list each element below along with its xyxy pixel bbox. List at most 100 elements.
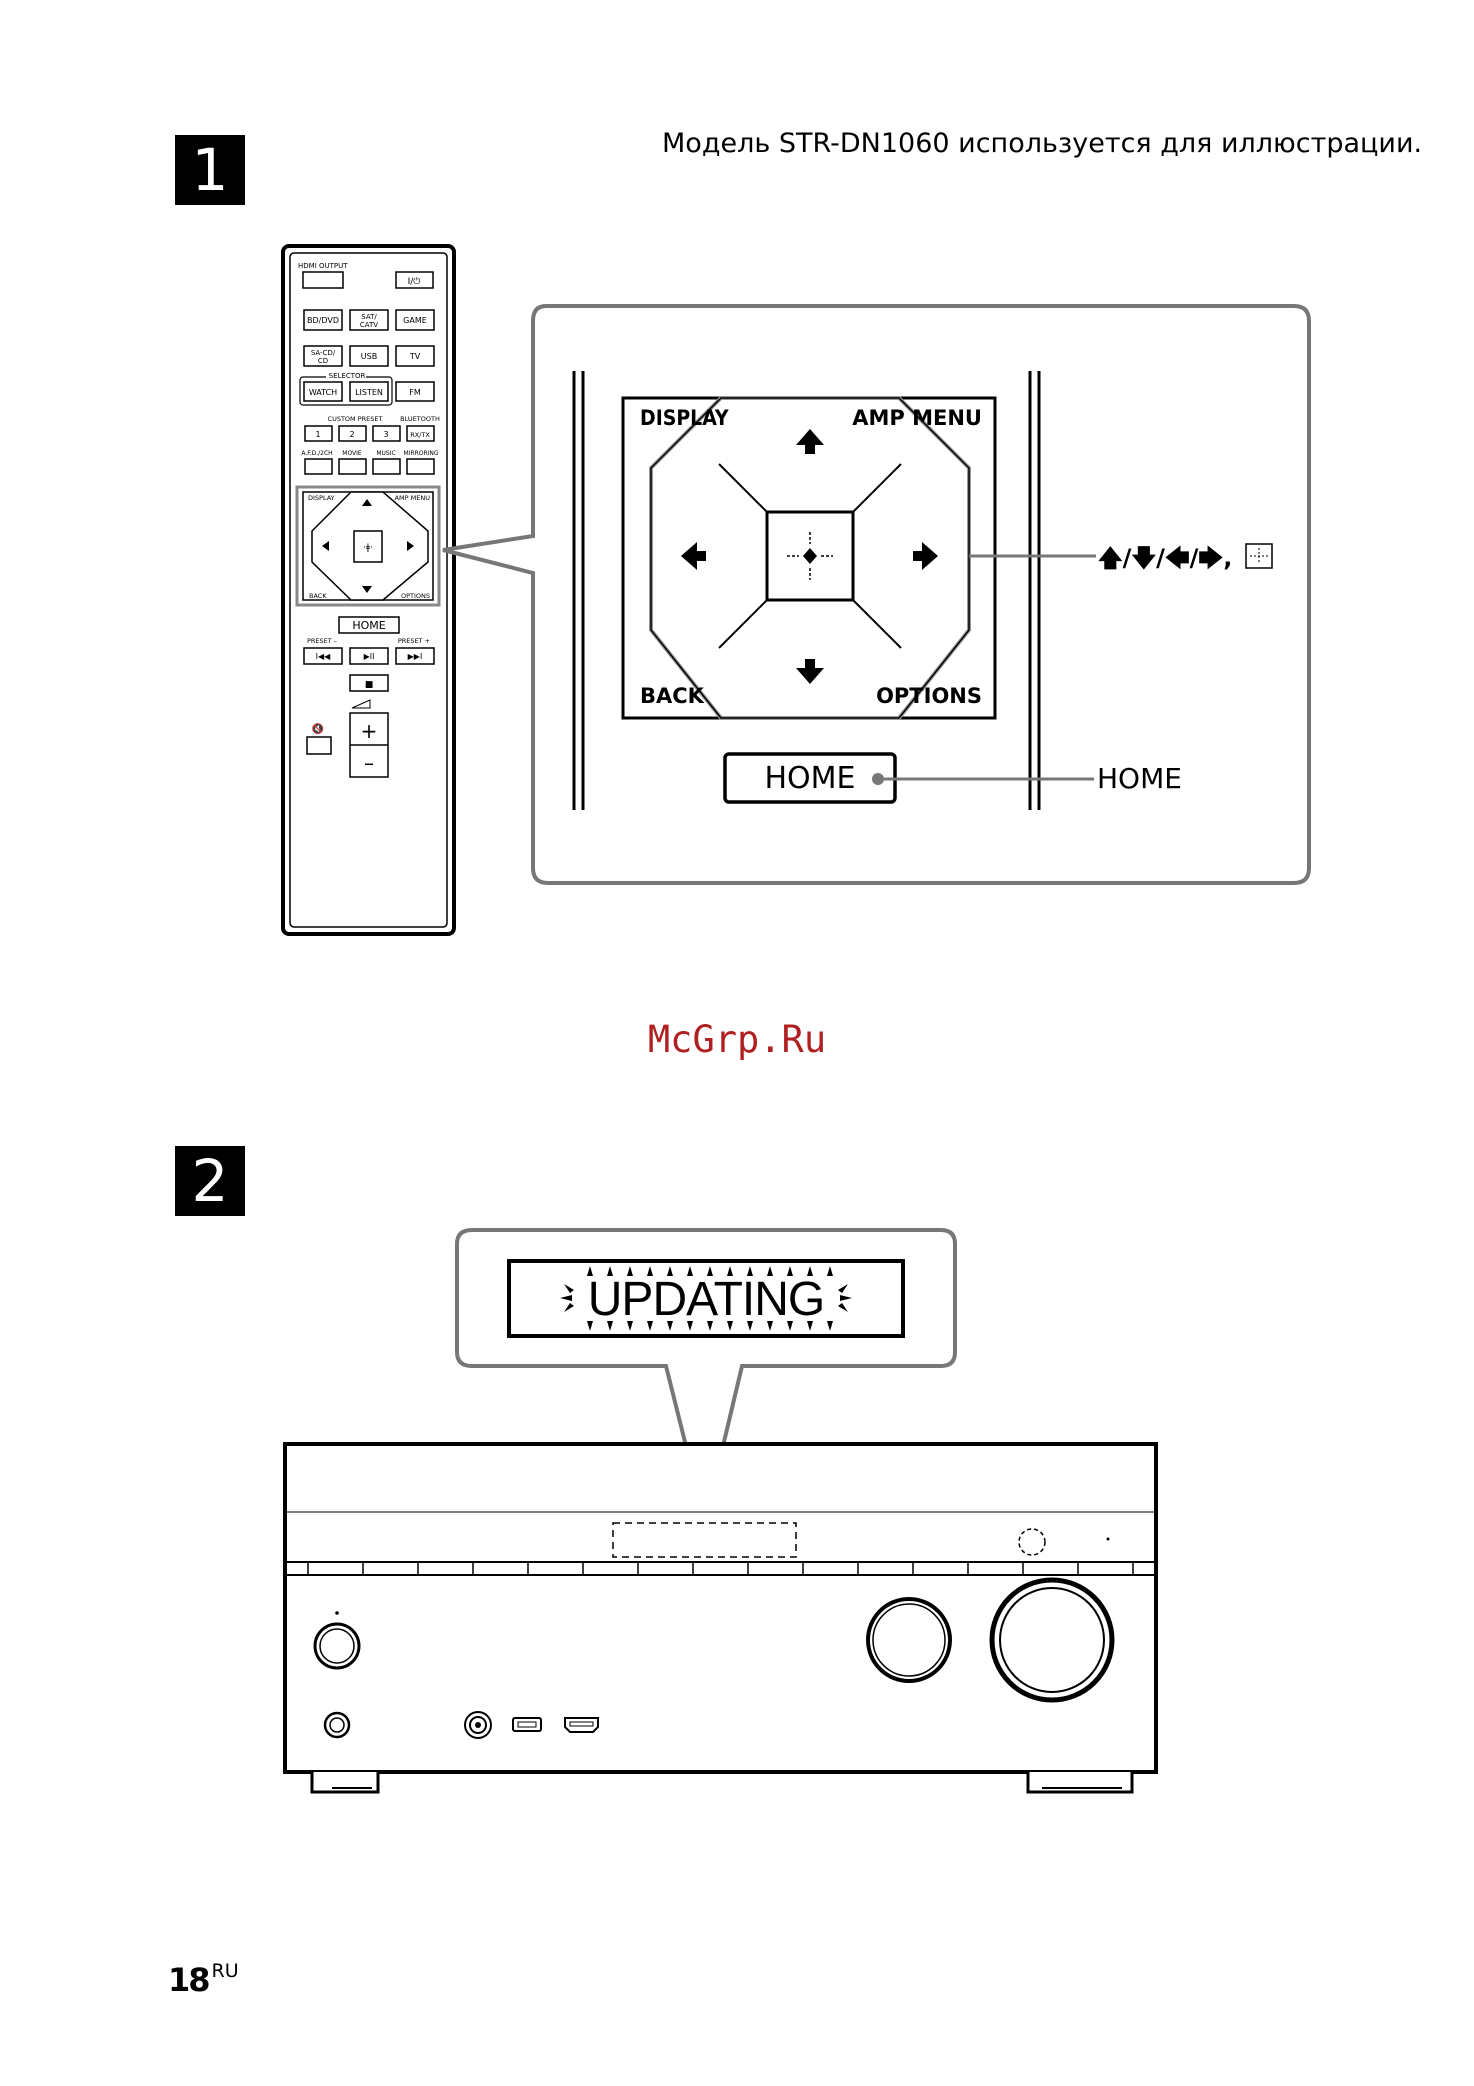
display-window <box>507 1259 905 1338</box>
remote-hdmi-output-button[interactable] <box>302 271 344 289</box>
remote-back-label: BACK <box>309 592 327 600</box>
remote-stop-icon: ■ <box>365 680 374 690</box>
zoom-arrows-callout: 🡅/🡇/🡄/🡆, <box>1098 544 1232 572</box>
remote-display-label: DISPLAY <box>308 494 335 502</box>
watermark: McGrp.Ru <box>647 1018 827 1061</box>
display-text: UPDATING <box>588 1273 824 1326</box>
remote-preset-1-button[interactable] <box>304 425 333 442</box>
remote-left-arrow-icon[interactable] <box>322 541 329 551</box>
remote-down-arrow-icon[interactable] <box>362 586 372 593</box>
remote-enter-icon: ·ǂ· <box>363 543 373 553</box>
page-number-value: 18 <box>168 1961 211 1999</box>
remote-home-label: HOME <box>352 619 385 632</box>
remote-custom-preset-label: CUSTOM PRESET <box>328 415 383 423</box>
remote-control: HDMI OUTPUT I/⏻ BD/DVD SAT/ CATV GAME SA… <box>281 244 456 936</box>
remote-bluetooth-label: BLUETOOTH <box>400 415 440 423</box>
remote-mirroring-button[interactable] <box>406 458 435 475</box>
remote-home-button[interactable] <box>338 616 400 634</box>
remote-watch-label: WATCH <box>309 388 337 397</box>
remote-mute-button[interactable] <box>306 736 332 755</box>
remote-preset-2-label: 2 <box>349 430 354 439</box>
zoom-home-label: HOME <box>764 761 855 796</box>
remote-next-button[interactable] <box>395 647 435 665</box>
remote-game-label: GAME <box>403 316 427 325</box>
remote-watch-button[interactable] <box>303 381 343 402</box>
remote-nav-highlight <box>295 485 441 607</box>
zoom-up-arrow-icon[interactable] <box>796 429 824 454</box>
remote-preset-minus-label: PRESET – <box>307 637 337 645</box>
master-volume-knob[interactable] <box>989 1577 1115 1703</box>
remote-rx-tx-label: RX/TX <box>410 431 430 439</box>
step-badge-1: 1 <box>175 135 245 205</box>
zoom-amp-menu-label: AMP MENU <box>852 406 982 430</box>
remote-tv-button[interactable] <box>395 345 435 367</box>
zoom-options-label: OPTIONS <box>876 684 982 708</box>
remote-sat-catv-button[interactable] <box>349 309 389 331</box>
remote-stop-button[interactable] <box>349 674 389 692</box>
zoom-left-arrow-icon[interactable] <box>681 542 706 570</box>
remote-prev-button[interactable] <box>303 647 343 665</box>
input-selector-knob[interactable] <box>866 1597 952 1683</box>
zoom-down-arrow-icon[interactable] <box>796 659 824 684</box>
remote-volume-icon <box>351 699 371 709</box>
remote-sat-catv-label-2: CATV <box>360 321 378 329</box>
remote-music-button[interactable] <box>372 458 401 475</box>
blink-rays-icon <box>560 1266 852 1331</box>
remote-enter-button[interactable] <box>353 530 383 563</box>
remote-movie-button[interactable] <box>338 458 367 475</box>
remote-play-pause-icon: ▶II <box>364 652 375 661</box>
remote-play-pause-button[interactable] <box>349 647 389 665</box>
remote-usb-label: USB <box>361 352 377 361</box>
remote-right-arrow-icon[interactable] <box>407 541 414 551</box>
remote-amp-menu-label: AMP MENU <box>395 494 431 502</box>
zoom-display-label: DISPLAY <box>640 406 729 430</box>
ir-sensor <box>1018 1528 1046 1556</box>
remote-sat-catv-label-1: SAT/ <box>361 313 377 321</box>
remote-preset-3-button[interactable] <box>372 425 401 442</box>
remote-preset-3-label: 3 <box>383 430 388 439</box>
usb-port-icon <box>512 1717 542 1732</box>
zoom-back-label: BACK <box>640 684 705 708</box>
remote-rx-tx-button[interactable] <box>406 425 435 442</box>
remote-preset-2-button[interactable] <box>338 425 367 442</box>
remote-tv-label: TV <box>409 352 421 361</box>
remote-bd-dvd-label: BD/DVD <box>307 316 339 325</box>
remote-mirroring-label: MIRRORING <box>403 450 438 457</box>
remote-options-label: OPTIONS <box>401 592 430 600</box>
remote-preset-1-label: 1 <box>315 430 320 439</box>
remote-movie-label: MOVIE <box>342 450 362 457</box>
remote-prev-icon: I◀◀ <box>316 652 332 661</box>
illustration-caption: Модель STR-DN1060 используется для иллюс… <box>662 128 1423 159</box>
receiver-front-panel: UPDATING <box>283 1228 1158 1794</box>
remote-afd-button[interactable] <box>304 458 333 475</box>
remote-volume-minus-label: – <box>364 751 374 775</box>
step-badge-2: 2 <box>175 1146 245 1216</box>
remote-mute-icon: 🔇 <box>312 722 324 735</box>
zoom-home-callout: HOME <box>1097 762 1182 795</box>
remote-sa-cd-button[interactable] <box>303 345 343 367</box>
remote-sa-cd-label-2: CD <box>318 357 328 365</box>
remote-preset-plus-label: PRESET + <box>398 637 430 645</box>
remote-next-icon: ▶▶I <box>408 652 423 661</box>
remote-fm-button[interactable] <box>395 381 435 402</box>
remote-up-arrow-icon[interactable] <box>362 499 372 506</box>
power-button[interactable] <box>313 1622 361 1670</box>
remote-hdmi-output-label: HDMI OUTPUT <box>298 262 348 270</box>
remote-selector-label: SELECTOR <box>329 372 366 380</box>
page-language-suffix: RU <box>211 1960 239 1982</box>
headphone-jack <box>323 1711 351 1739</box>
remote-usb-button[interactable] <box>349 345 389 367</box>
remote-listen-label: LISTEN <box>355 388 383 397</box>
remote-bd-dvd-button[interactable] <box>303 309 343 331</box>
zoom-callout: DISPLAY AMP MENU BACK OPTIONS HOME 🡅/🡇/🡄… <box>442 304 1311 885</box>
remote-power-button[interactable] <box>395 271 434 289</box>
remote-afd-label: A.F.D./2CH <box>301 450 332 457</box>
zoom-enter-icon <box>787 532 833 580</box>
remote-game-button[interactable] <box>395 309 435 331</box>
remote-listen-button[interactable] <box>349 381 389 402</box>
remote-music-label: MUSIC <box>376 450 395 457</box>
remote-power-label: I/⏻ <box>408 276 421 287</box>
zoom-right-arrow-icon[interactable] <box>913 542 938 570</box>
